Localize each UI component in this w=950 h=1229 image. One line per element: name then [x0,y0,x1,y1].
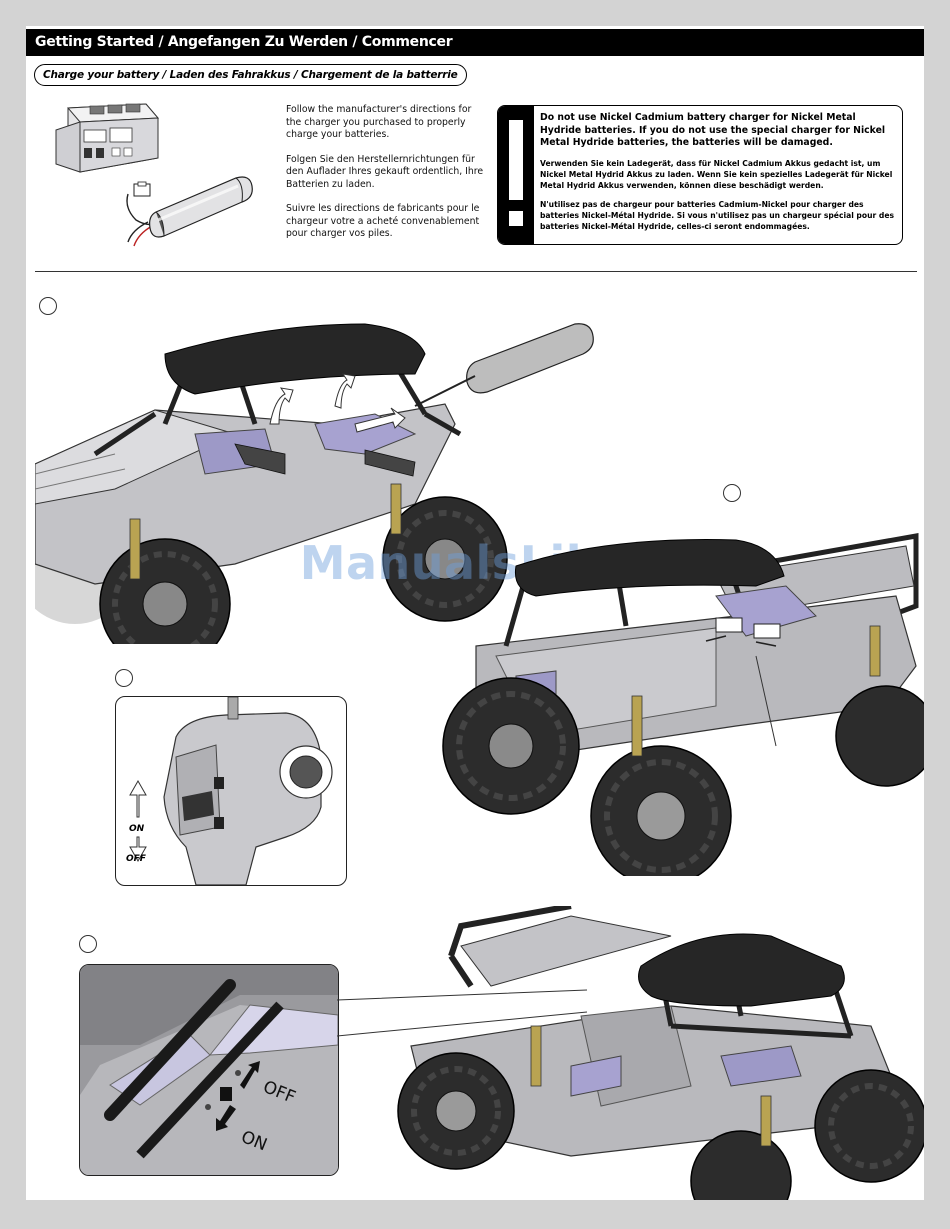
connector-plug-illustration [442,533,924,876]
step-2-marker [723,484,741,502]
switch-inset: OFF ON [79,964,339,1176]
transmitter-on-label: ON [129,824,145,834]
section-divider [35,271,917,272]
manual-page: Getting Started / Angefangen Zu Werden /… [26,26,924,1200]
charge-instructions: Follow the manufacturer's directions for… [286,104,486,253]
transmitter-off-label: OFF [126,854,147,864]
battery-install-illustration [35,323,594,644]
inset-leader-lines [337,989,588,1037]
battery-warning-box: Do not use Nickel Cadmium battery charge… [497,105,903,245]
exclamation-icon [498,106,534,244]
warning-english: Do not use Nickel Cadmium battery charge… [540,112,886,149]
instructions-german: Folgen Sie den Herstellernrichtungen für… [286,153,484,190]
warning-german: Verwenden Sie kein Ladegerät, dass für N… [540,158,893,190]
instructions-french: Suivre les directions de fabricants pour… [286,203,480,239]
step-3-marker [115,669,133,687]
instructions-english: Follow the manufacturer's directions for… [286,104,472,140]
transmitter-illustration: ON OFF [126,697,333,885]
warning-french: N'utilisez pas de chargeur pour batterie… [540,199,894,231]
battery-pack-illustration [126,176,253,247]
transmitter-inset: ON OFF [115,696,347,886]
switch-closeup-illustration: OFF ON [80,965,338,1175]
page-header: Getting Started / Angefangen Zu Werden /… [26,29,924,56]
step-1-marker [39,297,57,315]
step-4-marker [79,935,97,953]
charger-illustration [55,103,160,173]
power-switch-truck-illustration [397,906,924,1200]
charge-section-title: Charge your battery / Laden des Fahrakku… [34,64,467,86]
